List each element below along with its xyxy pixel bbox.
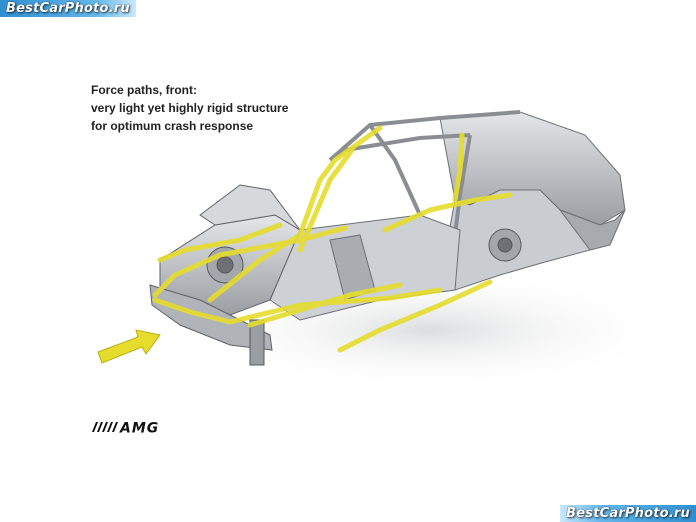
watermark-bottom: BestCarPhoto.ru (560, 505, 696, 522)
watermark-top: BestCarPhoto.ru (0, 0, 136, 17)
caption-line-1: Force paths, front: (91, 83, 198, 97)
amg-logo-text: AMG (119, 421, 159, 437)
force-paths (152, 125, 513, 353)
roof-frame (328, 110, 521, 236)
caption: Force paths, front: very light yet highl… (91, 81, 288, 135)
caption-line-2: very light yet highly rigid structure (91, 101, 289, 115)
caption-line-3: for optimum crash response (91, 119, 254, 133)
impact-arrow (97, 329, 161, 364)
amg-logo: AMG (92, 421, 159, 437)
